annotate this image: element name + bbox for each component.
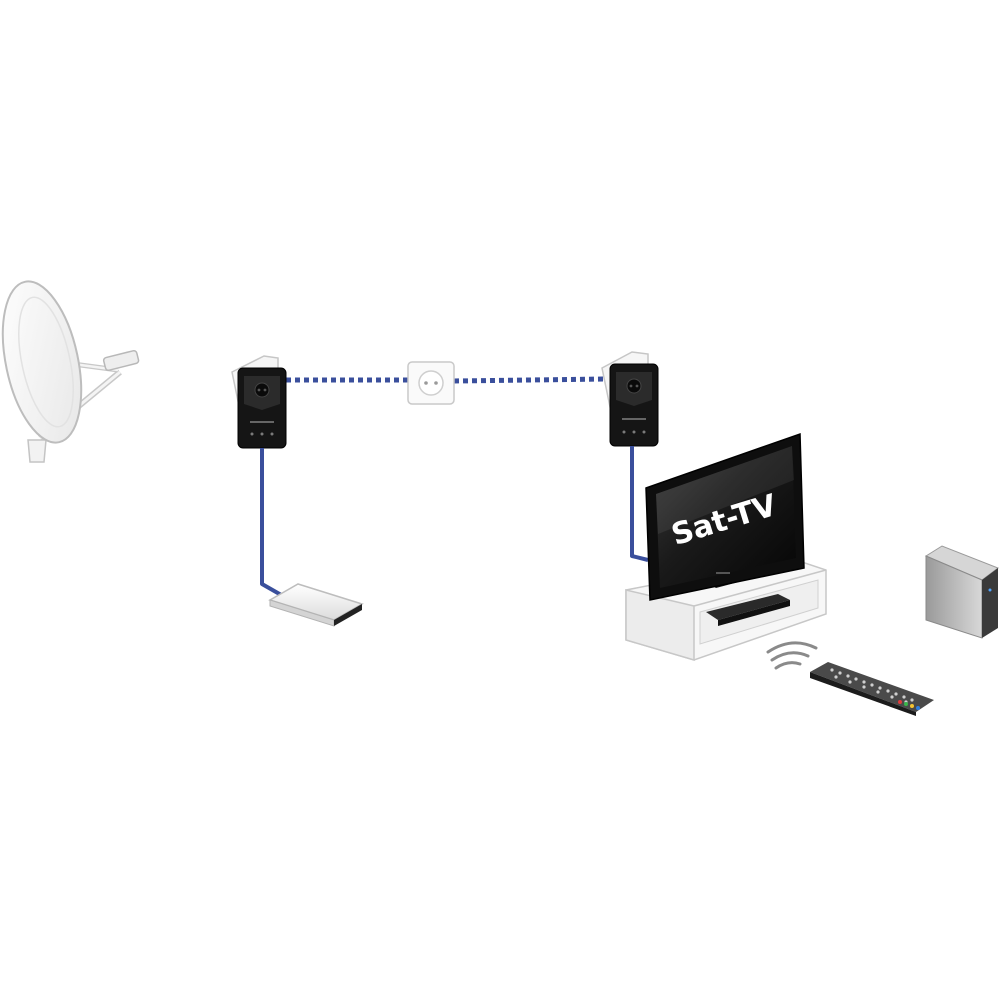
powerline-adapter-left xyxy=(231,355,287,449)
nas-drive-icon xyxy=(924,545,1000,639)
television-icon: Sat-TV xyxy=(645,432,805,601)
satellite-dish-icon xyxy=(1,280,140,463)
ethernet-cable-left xyxy=(260,448,291,602)
satellite-receiver-icon xyxy=(268,583,364,627)
ethernet-cable-right xyxy=(630,446,649,562)
wall-socket-icon xyxy=(407,361,455,405)
powerline-connection xyxy=(286,376,607,384)
wireless-signal-icon xyxy=(766,641,818,670)
remote-control-icon xyxy=(810,662,934,716)
powerline-adapter-right xyxy=(601,351,659,447)
